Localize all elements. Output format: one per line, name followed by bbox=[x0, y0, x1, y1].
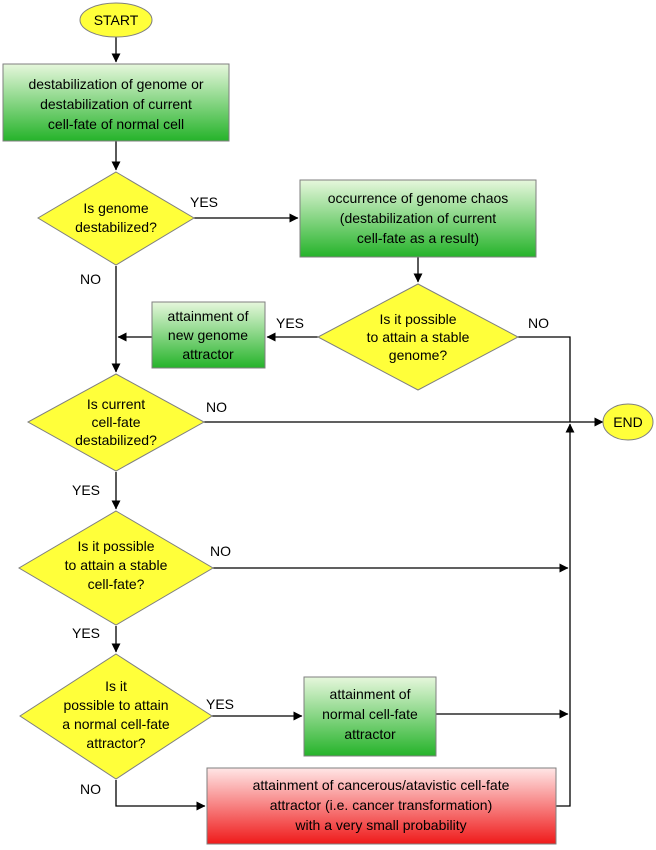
label-genome-yes: YES bbox=[190, 194, 218, 210]
normal-attractor-q-line-3: a normal cell-fate bbox=[62, 716, 170, 732]
genome-chaos-line-3: cell-fate as a result) bbox=[357, 230, 479, 246]
normal-attractor-decision: Is it possible to attain a normal cell-f… bbox=[19, 653, 213, 780]
new-genome-attractor-line-1: attainment of bbox=[168, 308, 249, 324]
normal-attractor-q-line-4: attractor? bbox=[86, 735, 145, 751]
stable-genome-line-3: genome? bbox=[389, 347, 448, 363]
stable-cellfate-line-1: Is it possible bbox=[77, 538, 154, 554]
genome-destabilized-line-1: Is genome bbox=[83, 200, 149, 216]
genome-chaos-process: occurrence of genome chaos (destabilizat… bbox=[299, 179, 537, 258]
cancer-attractor-line-1: attainment of cancerous/atavistic cell-f… bbox=[253, 777, 510, 793]
cancer-attractor-process: attainment of cancerous/atavistic cell-f… bbox=[206, 767, 557, 845]
label-cellfate-yes: YES bbox=[72, 482, 100, 498]
genome-destabilized-line-2: destabilized? bbox=[75, 219, 157, 235]
edge-stable-genome-no bbox=[518, 336, 571, 422]
start-terminal: START bbox=[79, 2, 153, 38]
cellfate-destabilized-decision: Is current cell-fate destabilized? bbox=[26, 373, 206, 472]
destabilization-line-3: cell-fate of normal cell bbox=[48, 116, 184, 132]
end-terminal: END bbox=[602, 403, 654, 441]
cellfate-destabilized-line-2: cell-fate bbox=[91, 414, 140, 430]
normal-attractor-line-2: normal cell-fate bbox=[322, 706, 418, 722]
edge-labels: YES NO YES NO NO YES NO YES YES NO bbox=[72, 194, 549, 797]
stable-genome-decision: Is it possible to attain a stable genome… bbox=[316, 283, 520, 391]
label-genome-no: NO bbox=[80, 271, 101, 287]
connectors bbox=[111, 37, 604, 811]
stable-genome-line-1: Is it possible bbox=[379, 311, 456, 327]
stable-cellfate-decision: Is it possible to attain a stable cell-f… bbox=[18, 510, 214, 626]
edge-normal-no bbox=[115, 780, 206, 811]
label-stable-cellfate-no: NO bbox=[210, 543, 231, 559]
normal-attractor-line-1: attainment of bbox=[330, 686, 411, 702]
label-stable-genome-no: NO bbox=[528, 315, 549, 331]
new-genome-attractor-process: attainment of new genome attractor bbox=[151, 301, 266, 369]
genome-chaos-line-1: occurrence of genome chaos bbox=[328, 190, 509, 206]
start-label: START bbox=[94, 12, 139, 28]
new-genome-attractor-line-3: attractor bbox=[182, 346, 234, 362]
destabilization-line-2: destabilization of current bbox=[40, 96, 192, 112]
end-label: END bbox=[613, 414, 643, 430]
label-normal-no: NO bbox=[80, 781, 101, 797]
normal-attractor-q-line-2: possible to attain bbox=[63, 697, 168, 713]
genome-chaos-line-2: (destabilization of current bbox=[340, 210, 497, 226]
normal-attractor-q-line-1: Is it bbox=[105, 678, 127, 694]
destabilization-line-1: destabilization of genome or bbox=[28, 76, 203, 92]
destabilization-process: destabilization of genome or destabiliza… bbox=[2, 63, 230, 142]
label-stable-cellfate-yes: YES bbox=[72, 625, 100, 641]
stable-cellfate-line-2: to attain a stable bbox=[65, 557, 168, 573]
cancer-attractor-line-2: attractor (i.e. cancer transformation) bbox=[270, 797, 493, 813]
new-genome-attractor-line-2: new genome bbox=[168, 327, 248, 343]
cellfate-destabilized-line-1: Is current bbox=[87, 396, 145, 412]
label-cellfate-no: NO bbox=[206, 399, 227, 415]
normal-attractor-process: attainment of normal cell-fate attractor bbox=[303, 676, 437, 757]
normal-attractor-line-3: attractor bbox=[344, 726, 396, 742]
cellfate-destabilized-line-3: destabilized? bbox=[75, 432, 157, 448]
label-normal-yes: YES bbox=[206, 696, 234, 712]
edge-cancer-to-collector bbox=[556, 423, 575, 807]
cancer-attractor-line-3: with a very small probability bbox=[294, 817, 466, 833]
genome-destabilized-decision: Is genome destabilized? bbox=[37, 171, 195, 266]
stable-genome-line-2: to attain a stable bbox=[367, 329, 470, 345]
label-stable-genome-yes: YES bbox=[276, 315, 304, 331]
stable-cellfate-line-3: cell-fate? bbox=[88, 576, 145, 592]
